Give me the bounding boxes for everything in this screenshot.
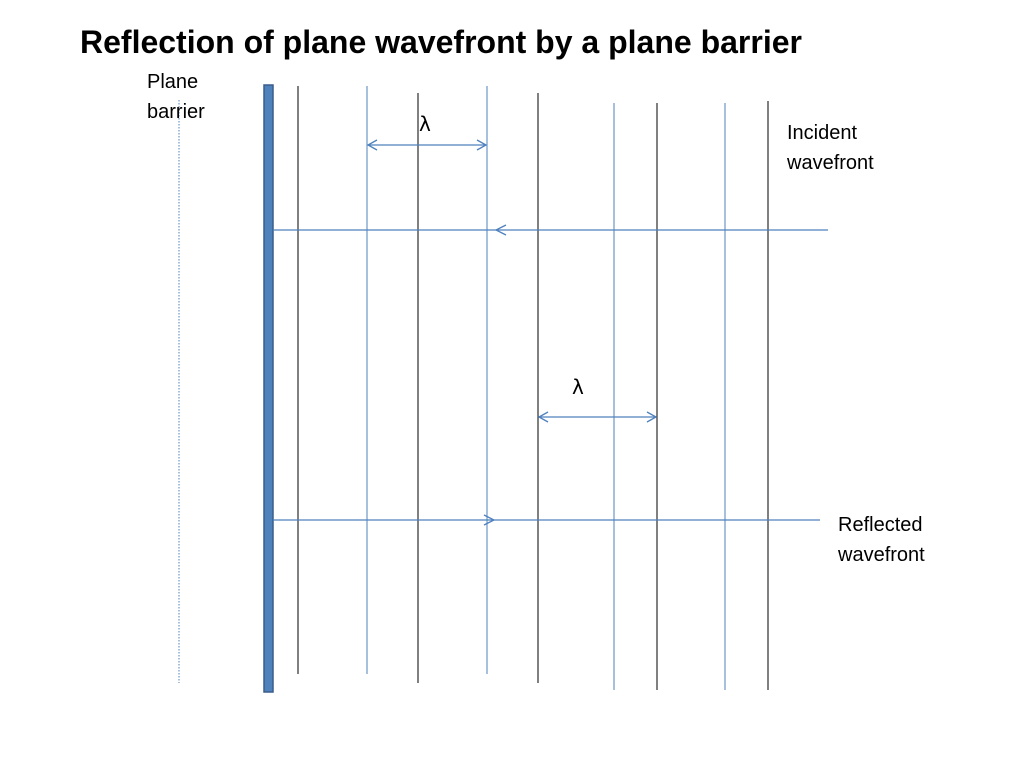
reflected-wavefront-label-line2: wavefront	[838, 544, 925, 566]
plane-barrier-label-line2: barrier	[147, 101, 205, 123]
plane-barrier-label: Plane barrier	[147, 67, 205, 127]
reflected-ray-arrowhead	[483, 514, 496, 526]
reflected-wavefront-label-line1: Reflected	[838, 514, 923, 536]
plane-barrier	[263, 84, 274, 693]
slide-title: Reflection of plane wavefront by a plane…	[80, 24, 802, 60]
incident-wavefront-label: Incident wavefront	[787, 118, 874, 178]
wavelength-label-top: λ	[419, 112, 431, 136]
plane-barrier-label-line1: Plane	[147, 71, 199, 93]
wavelength-label-middle: λ	[572, 375, 584, 399]
incident-wavefront-label-line1: Incident	[787, 122, 858, 144]
reflected-wavefront-label: Reflected wavefront	[838, 510, 925, 570]
incident-wavefront-label-line2: wavefront	[787, 152, 874, 174]
incident-ray-arrowhead	[494, 224, 507, 236]
